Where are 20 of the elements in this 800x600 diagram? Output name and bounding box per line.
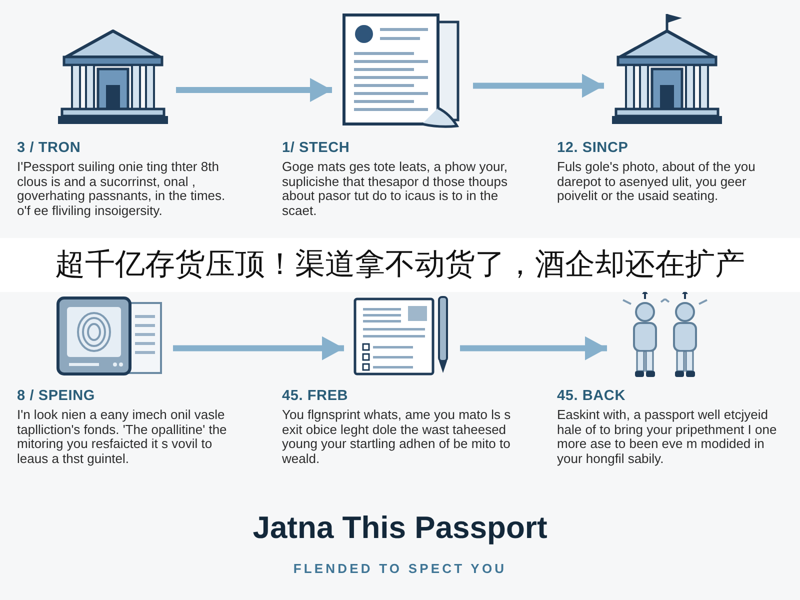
headline-banner: 超千亿存货压顶！渠道拿不动货了，酒企却还在扩产 <box>0 238 800 292</box>
step-heading: 45. FREB <box>282 388 350 404</box>
subtitle: FLENDED TO SPECT YOU <box>293 561 507 576</box>
step-description: You flgnsprint whats, ame you mato ls s exit obice leght dole the wast taheesed young your startling adhen of be mito to weald. <box>282 408 512 466</box>
arrow <box>473 74 604 98</box>
id-card-illustration <box>55 295 165 377</box>
building-illustration <box>612 13 722 125</box>
step-heading: 3 / TRON <box>17 140 82 156</box>
step-description: I'n look nien a eany imech onil vasle taplliction's fonds. 'The opallitine' the mitoring you resfaicted it s vovil to leaus a thst guintel. <box>17 408 228 466</box>
step-heading: 12. SINCP <box>557 140 630 156</box>
step-description: I'Pessport suiling onie ting thter 8th clous is and a sucorrinst, onal , goverhating passnants, in the times. o'f ee fliviling insoigersity. <box>17 160 226 218</box>
title: Jatna This Passport <box>252 510 548 546</box>
step-description: Fuls gole's photo, about of the you darepot to asenyed ulit, you geer poivelit or the usaid seating. <box>557 160 756 204</box>
step-description: Easkint with, a passport well etcjyeid hale of to bring your pripethment I one more ase to been eve m modided in your hongfil sabily. <box>557 408 778 466</box>
step-description: Goge mats ges tote leats, a phow your, suplicishe that thesapor d those thoups about pasor tut do to icaus is to in the scaet. <box>282 160 508 218</box>
step-heading: 45. BACK <box>557 388 626 404</box>
step-heading: 1/ STECH <box>282 140 351 156</box>
step-heading: 8 / SPEING <box>17 388 96 404</box>
arrow <box>173 336 344 360</box>
arrow <box>176 78 332 102</box>
